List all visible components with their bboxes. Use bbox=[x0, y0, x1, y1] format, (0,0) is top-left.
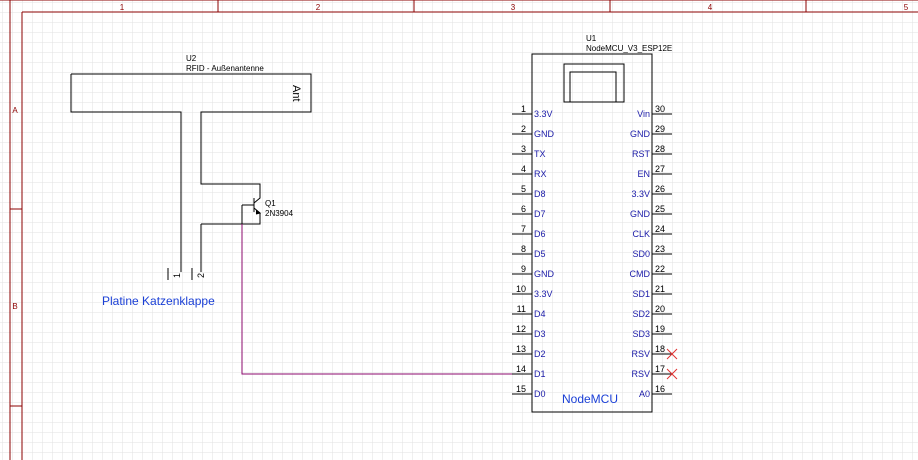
no-connect-icon bbox=[666, 368, 678, 380]
mcu-left-pin-name: D5 bbox=[534, 249, 546, 259]
mcu-left-pin-number: 11 bbox=[517, 304, 526, 314]
mcu-left-pin-number: 13 bbox=[516, 344, 526, 354]
mcu-left-pin-name: GND bbox=[534, 129, 555, 139]
antenna-value: RFID - Außenantenne bbox=[186, 64, 264, 73]
row-label-b: B bbox=[12, 302, 17, 311]
mcu-left-pin-number: 14 bbox=[516, 364, 526, 374]
connector-label: Platine Katzenklappe bbox=[102, 294, 215, 308]
antenna-outline bbox=[71, 73, 312, 185]
col-label-5: 5 bbox=[904, 3, 909, 12]
no-connect-icon bbox=[666, 348, 678, 360]
mcu-right-pin-number: 21 bbox=[655, 284, 665, 294]
row-label-a: A bbox=[12, 106, 18, 115]
mcu-left-pin-number: 2 bbox=[521, 124, 526, 134]
mcu-right-pin-name: A0 bbox=[639, 389, 650, 399]
mcu-left-pin-number: 9 bbox=[521, 264, 526, 274]
mcu-right-pin-number: 28 bbox=[655, 144, 665, 154]
mcu-left-pin-name: TX bbox=[534, 149, 546, 159]
mcu-left-pin-number: 6 bbox=[521, 204, 526, 214]
antenna-ref: U2 bbox=[186, 54, 197, 63]
mcu-right-pin-name: Vin bbox=[637, 109, 650, 119]
mcu-left-pin-name: D6 bbox=[534, 229, 546, 239]
mcu-right-pin-number: 22 bbox=[655, 264, 665, 274]
col-label-2: 2 bbox=[316, 3, 321, 12]
mcu-right-pin-number: 17 bbox=[655, 364, 665, 374]
mcu-right-pin-name: GND bbox=[630, 129, 651, 139]
mcu-left-pin-name: RX bbox=[534, 169, 547, 179]
mcu-left-pin-name: D2 bbox=[534, 349, 546, 359]
mcu-left-pin-number: 15 bbox=[516, 384, 526, 394]
mcu-right-pin-number: 30 bbox=[655, 104, 665, 114]
mcu-left-pin-number: 12 bbox=[516, 324, 526, 334]
transistor-collector bbox=[236, 183, 261, 204]
transistor-value: 2N3904 bbox=[265, 209, 294, 218]
mcu-right-pin-name: CLK bbox=[632, 229, 650, 239]
mcu-right-pin-name: EN bbox=[637, 169, 650, 179]
mcu-right-pin-number: 24 bbox=[655, 224, 665, 234]
mcu-right-pin-number: 29 bbox=[655, 124, 665, 134]
mcu-ref: U1 bbox=[586, 34, 597, 43]
mcu-left-pin-number: 7 bbox=[521, 224, 526, 234]
mcu-left-pin-number: 1 bbox=[521, 104, 526, 114]
mcu-right-pin-number: 19 bbox=[655, 324, 665, 334]
mcu-left-pin-number: 10 bbox=[516, 284, 526, 294]
mcu-left-pin-number: 3 bbox=[521, 144, 526, 154]
mcu-right-pin-name: SD3 bbox=[632, 329, 650, 339]
transistor-ref: Q1 bbox=[265, 199, 276, 208]
mcu-right-pin-name: RSV bbox=[631, 369, 650, 379]
mcu-antenna-inner bbox=[569, 71, 617, 103]
mcu-right-pin-name: SD2 bbox=[632, 309, 650, 319]
signal-wire-d1 bbox=[241, 224, 512, 375]
mcu-left-pin-number: 4 bbox=[521, 164, 526, 174]
mcu-right-pin-number: 18 bbox=[655, 344, 665, 354]
mcu-right-pin-name: GND bbox=[630, 209, 651, 219]
mcu-right-pin-name: CMD bbox=[630, 269, 651, 279]
mcu-right-pin-number: 20 bbox=[655, 304, 665, 314]
mcu-left-pin-name: D7 bbox=[534, 209, 546, 219]
mcu-right-pin-number: 27 bbox=[655, 164, 665, 174]
mcu-right-pin-name: SD0 bbox=[632, 249, 650, 259]
mcu-left-pin-name: 3.3V bbox=[534, 109, 553, 119]
mcu-left-pin-name: 3.3V bbox=[534, 289, 553, 299]
antenna-label: Ant bbox=[290, 85, 302, 102]
mcu-right-pin-name: SD1 bbox=[632, 289, 650, 299]
mcu-right-pin-name: RST bbox=[632, 149, 651, 159]
mcu-left-pin-name: D4 bbox=[534, 309, 546, 319]
mcu-value: NodeMCU_V3_ESP12E bbox=[586, 44, 672, 53]
transistor-emitter-lead bbox=[236, 213, 261, 225]
antenna-u2: U2 RFID - Außenantenne Ant 1 2 bbox=[70, 54, 312, 280]
antenna-pin2-num: 2 bbox=[196, 273, 206, 278]
transistor-q1 bbox=[236, 183, 262, 225]
mcu-left-pin-number: 8 bbox=[521, 244, 526, 254]
col-label-1: 1 bbox=[120, 3, 125, 12]
mcu-right-pin-number: 23 bbox=[655, 244, 665, 254]
mcu-right-pin-name: RSV bbox=[631, 349, 650, 359]
mcu-right-pin-name: 3.3V bbox=[631, 189, 650, 199]
frame-labels: 1 2 3 4 5 A B bbox=[12, 3, 908, 311]
mcu-left-pin-name: D1 bbox=[534, 369, 546, 379]
mcu-left-pin-name: D3 bbox=[534, 329, 546, 339]
mcu-right-pin-number: 25 bbox=[655, 204, 665, 214]
antenna-outline-left bbox=[70, 74, 182, 272]
antenna-pin1-num: 1 bbox=[172, 273, 182, 278]
mcu-right-pin-number: 16 bbox=[655, 384, 665, 394]
mcu-left-pin-name: D8 bbox=[534, 189, 546, 199]
mcu-body-label: NodeMCU bbox=[562, 392, 618, 406]
mcu-right-pin-number: 26 bbox=[655, 184, 665, 194]
mcu-left-pin-name: GND bbox=[534, 269, 555, 279]
mcu-left-pin-name: D0 bbox=[534, 389, 546, 399]
col-label-3: 3 bbox=[511, 3, 516, 12]
mcu-left-pin-number: 5 bbox=[521, 184, 526, 194]
mcu-body bbox=[531, 53, 653, 413]
col-label-4: 4 bbox=[708, 3, 713, 12]
